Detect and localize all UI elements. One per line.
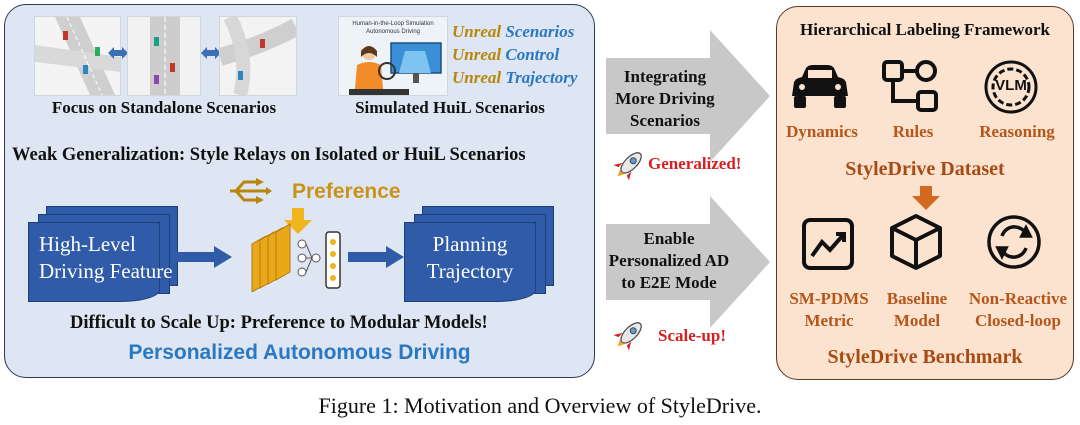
input-line-2: Driving Feature	[39, 259, 173, 283]
generalized-text: Generalized!	[648, 154, 742, 173]
loop-icon	[984, 212, 1044, 272]
label-rules: Rules	[892, 122, 934, 141]
baseline-line-2: Model	[893, 311, 941, 330]
weak-generalization-text: Weak Generalization: Style Relays on Iso…	[12, 145, 526, 165]
unreal-word-1: Scenarios	[505, 22, 575, 41]
difficult-text: Difficult to Scale Up: Preference to Mod…	[70, 313, 488, 333]
metric-label: SM-PDMS Metric	[780, 288, 878, 332]
vlm-icon: VLM	[982, 58, 1040, 116]
huil-screen-text-2: Autonomous Driving	[365, 29, 421, 35]
rules-icon	[880, 58, 940, 114]
dataset-title: StyleDrive Dataset	[845, 158, 1005, 180]
dataset-down-arrow	[912, 186, 940, 210]
arrow-enable	[606, 196, 770, 328]
metric-line-1: SM-PDMS	[789, 289, 869, 308]
framework-title: Hierarchical Labeling Framework	[800, 20, 1050, 39]
unreal-control: Unreal Control	[452, 45, 559, 65]
enable-line-2: Personalized AD	[608, 251, 730, 270]
scenario-thumbnail-1	[34, 16, 121, 96]
unreal-prefix-2: Unreal	[452, 45, 502, 64]
unreal-prefix-1: Unreal	[452, 22, 502, 41]
integrating-line-2: More Driving	[615, 89, 715, 108]
unreal-prefix-3: Unreal	[452, 68, 502, 87]
huil-screen-text-1: Human-in-the-Loop Simulation	[352, 21, 434, 27]
road-map-3	[217, 13, 301, 97]
simulated-caption: Simulated HuiL Scenarios	[355, 98, 545, 117]
car-icon	[786, 62, 852, 112]
baseline-line-1: Baseline	[886, 289, 948, 308]
flow-arrow-2	[348, 246, 404, 268]
swap-arrow-1	[108, 46, 128, 60]
driver-simulator-icon	[349, 42, 442, 95]
vlm-icon-text: VLM	[995, 77, 1027, 94]
standalone-caption: Focus on Standalone Scenarios	[51, 98, 277, 117]
scaleup-text: Scale-up!	[658, 326, 726, 345]
enable-line-3: to E2E Mode	[621, 273, 717, 292]
road-map-2	[128, 17, 200, 95]
benchmark-title: StyleDrive Benchmark	[827, 346, 1023, 368]
flow-arrow-1	[176, 246, 232, 268]
input-feature-box: High-Level Driving Feature	[28, 222, 173, 302]
unreal-word-2: Control	[505, 45, 560, 64]
input-line-1: High-Level	[39, 232, 136, 256]
rocket-icon-2	[612, 318, 646, 352]
enable-line-1: Enable	[643, 229, 695, 248]
metric-line-2: Metric	[804, 311, 854, 330]
closed-loop-line-2: Closed-loop	[975, 311, 1061, 330]
output-line-1: Planning	[432, 232, 508, 256]
preference-down-arrow	[284, 208, 312, 234]
arrow-integrating-text: Integrating More Driving Scenarios	[606, 66, 724, 132]
closed-loop-line-1: Non-Reactive	[968, 289, 1068, 308]
huil-illustration: Human-in-the-Loop Simulation Autonomous …	[338, 16, 448, 96]
integrating-line-3: Scenarios	[630, 111, 700, 130]
label-reasoning: Reasoning	[979, 122, 1055, 141]
unreal-trajectory: Unreal Trajectory	[452, 68, 577, 88]
scenario-thumbnail-2	[127, 16, 201, 96]
output-line-2: Trajectory	[426, 259, 514, 283]
preference-label: Preference	[292, 180, 401, 203]
cube-icon	[886, 212, 946, 272]
swap-arrow-2	[201, 46, 221, 60]
preference-icon	[226, 178, 272, 204]
modular-model-icon	[244, 222, 344, 293]
label-dynamics: Dynamics	[786, 122, 858, 141]
rocket-icon-1	[612, 148, 646, 182]
baseline-label: Baseline Model	[872, 288, 962, 332]
output-trajectory-box: Planning Trajectory	[404, 222, 536, 302]
figure-caption: Figure 1: Motivation and Overview of Sty…	[318, 393, 762, 418]
unreal-word-3: Trajectory	[505, 68, 578, 87]
personalized-title: Personalized Autonomous Driving	[128, 341, 471, 364]
unreal-scenarios: Unreal Scenarios	[452, 22, 574, 42]
chart-icon	[800, 216, 856, 272]
arrow-enable-text: Enable Personalized AD to E2E Mode	[604, 228, 734, 294]
scenario-thumbnail-3	[217, 13, 301, 97]
closed-loop-label: Non-Reactive Closed-loop	[962, 288, 1074, 332]
arrow-integrating	[606, 30, 770, 162]
integrating-line-1: Integrating	[623, 67, 707, 86]
road-map-1	[35, 16, 120, 96]
